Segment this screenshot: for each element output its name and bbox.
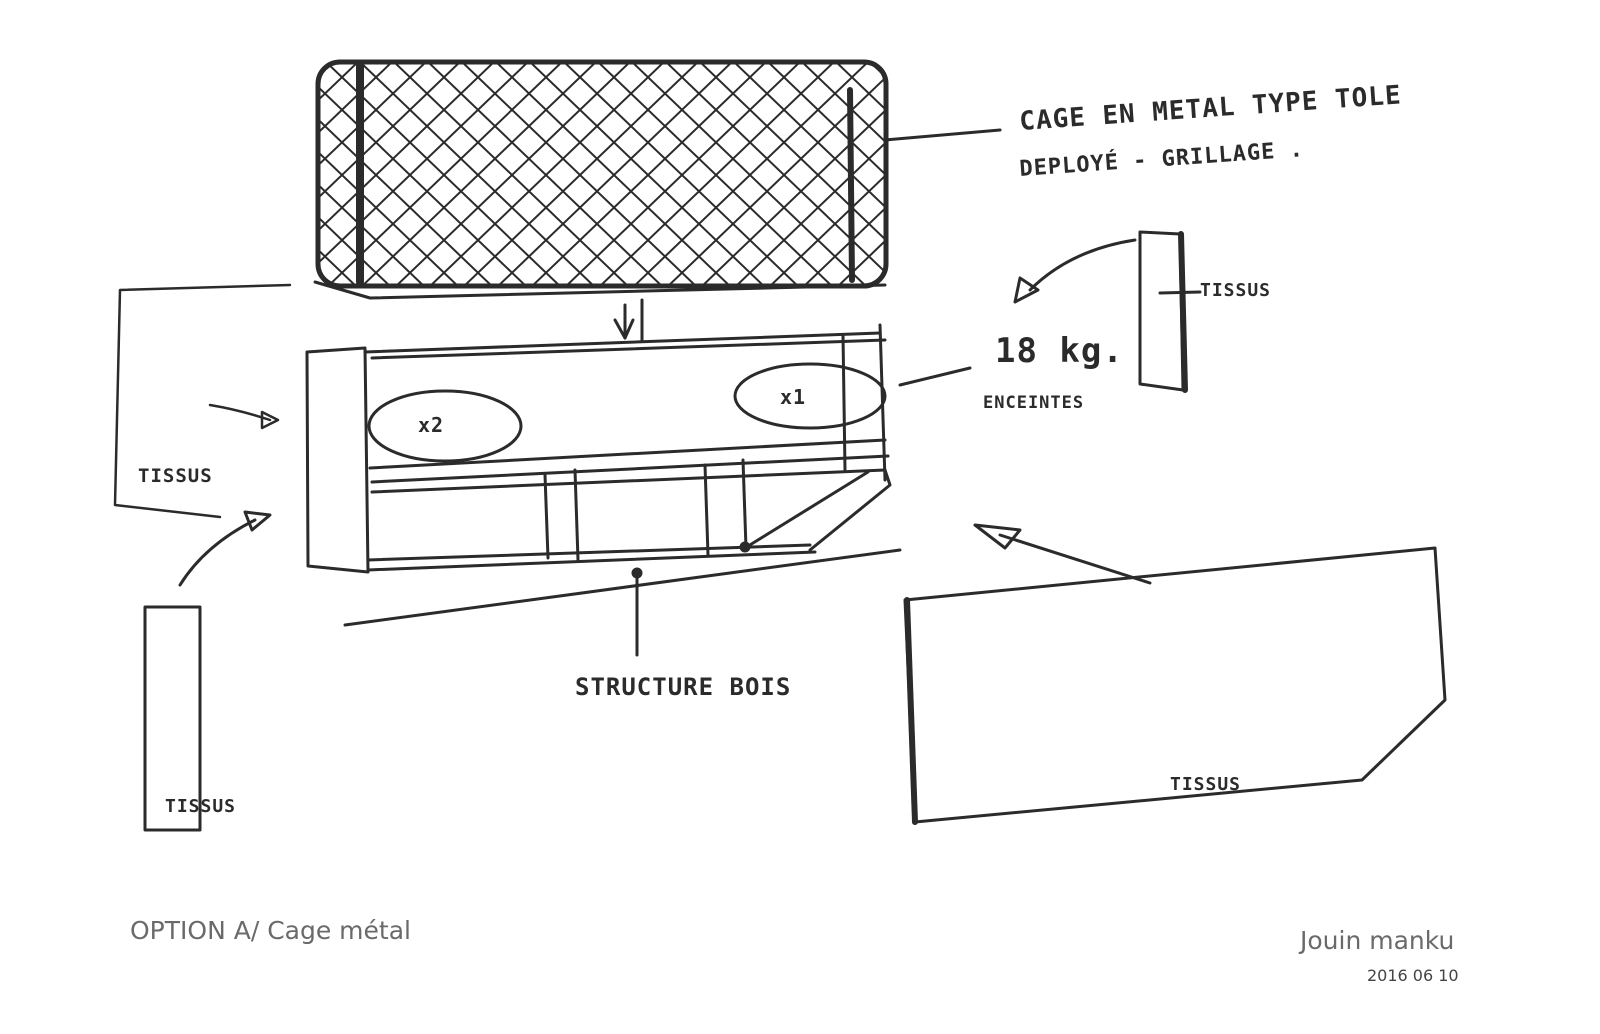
mesh-line	[459, 62, 701, 286]
mesh-line	[799, 62, 886, 286]
mesh-line	[833, 62, 886, 286]
mesh-line	[318, 62, 395, 286]
fabric-label-bottom-right: TISSUS	[1170, 774, 1241, 795]
mesh-line	[318, 62, 531, 286]
mesh-line	[493, 62, 735, 286]
weight-label: 18 kg.	[995, 331, 1124, 371]
mesh-line	[318, 62, 395, 286]
mesh-line	[318, 62, 463, 286]
mesh-line	[663, 62, 886, 286]
fabric-strip-right	[898, 230, 1202, 393]
structure-pointer	[631, 541, 751, 657]
mesh-line	[799, 62, 886, 286]
mesh-line	[833, 62, 886, 286]
mesh-line	[52, 60, 292, 290]
wood-structure	[305, 323, 902, 627]
cage-annotation-line1: CAGE EN METAL TYPE TOLE	[1018, 80, 1402, 137]
fabric-label-left: TISSUS	[138, 465, 213, 487]
mesh-line	[318, 62, 327, 286]
mesh-line	[629, 62, 871, 286]
option-title: OPTION A/ Cage métal	[130, 916, 411, 945]
mesh-line	[697, 62, 886, 286]
mesh-line	[18, 60, 258, 290]
fabric-label-bottom-left: TISSUS	[165, 796, 236, 817]
mesh-line	[52, 60, 292, 290]
speaker-count-right: x1	[780, 385, 806, 409]
mesh-line	[318, 62, 327, 286]
mesh-line	[318, 62, 497, 286]
sketch-date: 2016 06 10	[1367, 966, 1459, 985]
metal-cage	[18, 59, 1002, 300]
mesh-line	[425, 62, 667, 286]
fabric-panel-bottom-right	[903, 523, 1447, 825]
mesh-line	[765, 62, 886, 286]
fabric-label-right: TISSUS	[1200, 280, 1271, 301]
structure-label: STRUCTURE BOIS	[575, 673, 791, 701]
cage-annotation-line2: DEPLOYÉ - GRILLAGE .	[1019, 136, 1305, 182]
mesh-line	[527, 62, 769, 286]
speakers-label: ENCEINTES	[983, 393, 1084, 413]
fabric-panel-left	[113, 283, 292, 519]
author-name: Jouin manku	[1300, 926, 1455, 955]
down-arrow-icon	[613, 298, 644, 342]
mesh-line	[561, 62, 803, 286]
mesh-line	[595, 62, 837, 286]
mesh-line	[318, 62, 429, 286]
mesh-line	[318, 62, 429, 286]
speaker-count-left: x2	[418, 413, 444, 437]
mesh-line	[765, 62, 886, 286]
mesh-line	[357, 62, 599, 286]
fabric-strip-bottom-left	[143, 510, 272, 832]
mesh-line	[18, 60, 258, 290]
mesh-line	[391, 62, 633, 286]
